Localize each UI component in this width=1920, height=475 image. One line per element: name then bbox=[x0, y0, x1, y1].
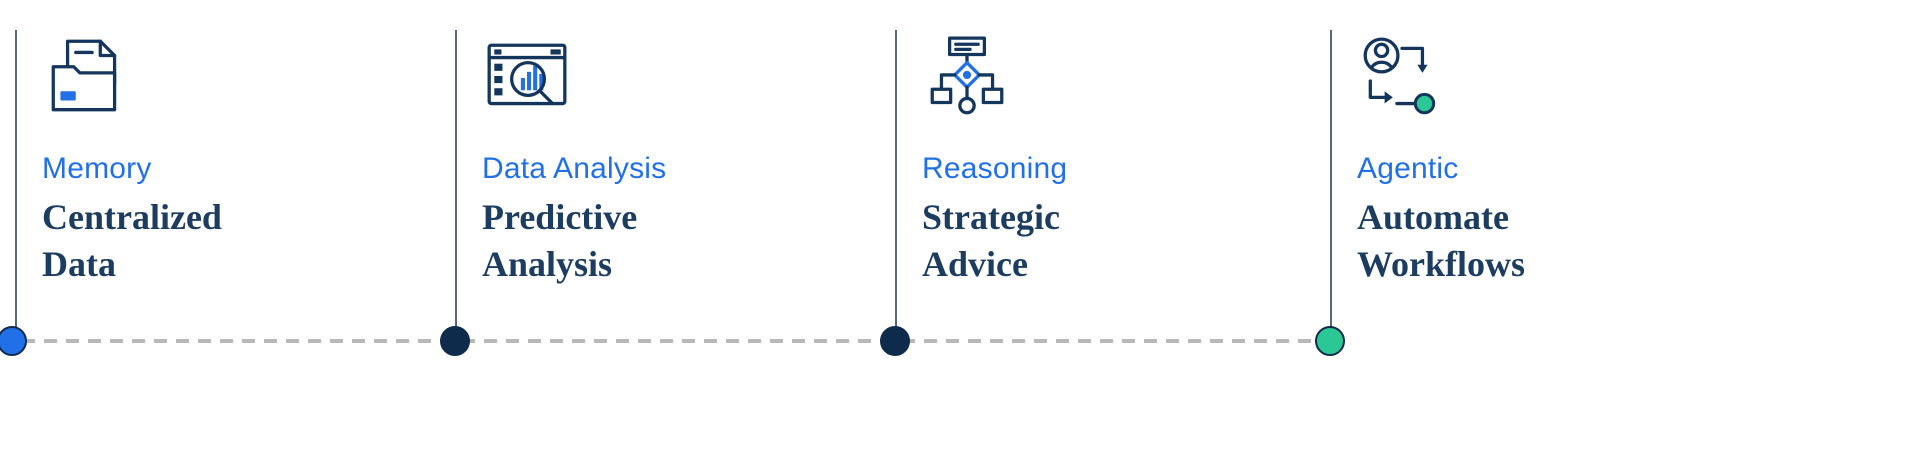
step-agentic: Agentic Automate Workflows bbox=[1330, 30, 1730, 360]
step-title: Automate Workflows bbox=[1357, 197, 1526, 284]
step-reasoning: Reasoning Strategic Advice bbox=[895, 30, 1295, 360]
step-title: Centralized Data bbox=[42, 197, 222, 284]
agent-workflow-icon bbox=[1356, 32, 1448, 124]
step-memory: Memory Centralized Data bbox=[15, 30, 415, 360]
step-label: Memory bbox=[42, 152, 152, 185]
step-title: Strategic Advice bbox=[922, 197, 1060, 284]
step-data-analysis: Data Analysis Predictive Analysis bbox=[455, 30, 855, 360]
step-vertical-line bbox=[15, 30, 17, 341]
timeline-dot-reasoning bbox=[880, 326, 910, 356]
step-label: Data Analysis bbox=[482, 152, 667, 185]
flowchart-icon bbox=[921, 32, 1013, 124]
step-title: Predictive Analysis bbox=[482, 197, 638, 284]
step-label: Agentic bbox=[1357, 152, 1459, 185]
timeline-dot-data-analysis bbox=[440, 326, 470, 356]
folder-documents-icon bbox=[41, 32, 133, 124]
step-vertical-line bbox=[895, 30, 897, 341]
step-label: Reasoning bbox=[922, 152, 1068, 185]
timeline-dot-agentic bbox=[1315, 326, 1345, 356]
timeline-dashed-line bbox=[0, 339, 1340, 343]
timeline-dot-memory bbox=[0, 326, 27, 356]
step-vertical-line bbox=[455, 30, 457, 341]
analytics-magnifier-icon bbox=[481, 32, 573, 124]
step-vertical-line bbox=[1330, 30, 1332, 341]
